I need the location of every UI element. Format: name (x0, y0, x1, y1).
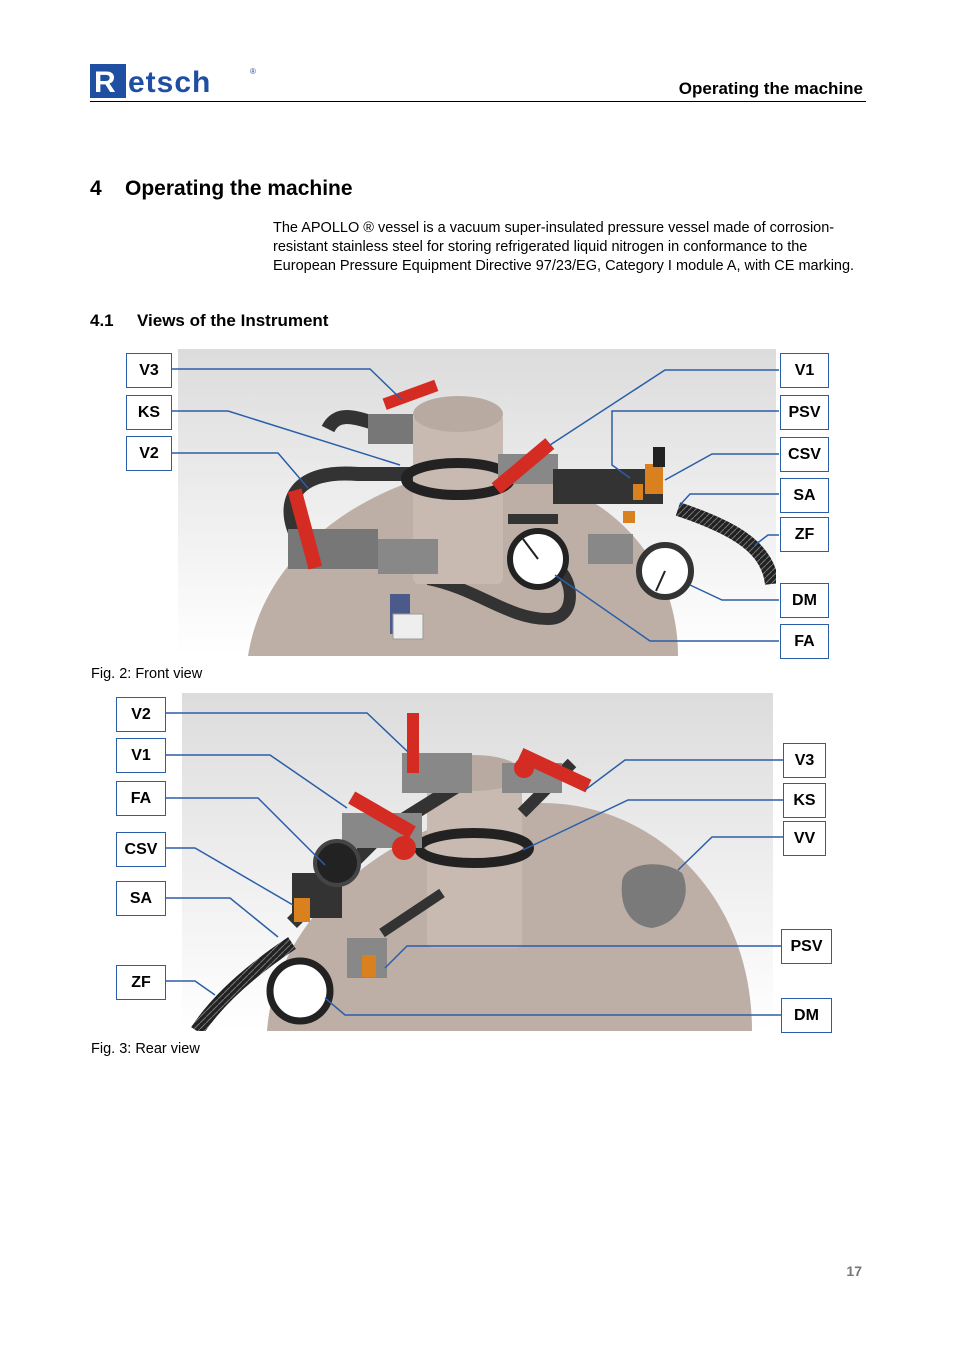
front-label-ks: KS (126, 395, 172, 430)
logo-text: etsch (128, 66, 211, 98)
rear-label-sa: SA (116, 881, 166, 916)
front-view-caption: Fig. 2: Front view (91, 666, 203, 682)
svg-text:®: ® (250, 67, 256, 76)
front-label-v1: V1 (780, 353, 829, 388)
rear-label-v3: V3 (783, 743, 826, 778)
chapter-number: 4 (90, 177, 102, 200)
front-label-v3: V3 (126, 353, 172, 388)
front-label-zf: ZF (780, 517, 829, 552)
rear-label-fa: FA (116, 781, 166, 816)
section-number: 4.1 (90, 311, 114, 330)
rear-label-csv: CSV (116, 832, 166, 867)
rear-view-leader-lines (165, 712, 783, 1016)
retsch-logo: R etsch ® (90, 64, 256, 98)
rear-label-v2: V2 (116, 697, 166, 732)
chapter-heading: 4 Operating the machine (90, 177, 353, 201)
front-view-leader-lines (171, 368, 779, 642)
rear-view-caption: Fig. 3: Rear view (91, 1041, 200, 1057)
page-number: 17 (846, 1263, 862, 1279)
rear-view-illustration (182, 693, 773, 1031)
front-label-csv: CSV (780, 437, 829, 472)
header-divider (90, 101, 866, 102)
chapter-title: Operating the machine (125, 177, 353, 200)
rear-label-zf: ZF (116, 965, 166, 1000)
front-view-figure: V3 KS V2 V1 PSV CSV SA ZF DM FA (126, 349, 829, 659)
svg-text:R: R (94, 66, 116, 98)
rear-view-figure: V2 V1 FA CSV SA ZF V3 KS VV PSV DM (116, 693, 832, 1033)
rear-label-dm: DM (781, 998, 832, 1033)
front-label-sa: SA (780, 478, 829, 513)
section-heading: 4.1 Views of the Instrument (90, 311, 328, 331)
section-title: Views of the Instrument (137, 311, 329, 330)
front-label-psv: PSV (780, 395, 829, 430)
front-label-dm: DM (780, 583, 829, 618)
header-title: Operating the machine (678, 79, 863, 98)
rear-label-v1: V1 (116, 738, 166, 773)
rear-label-ks: KS (783, 783, 826, 818)
front-label-fa: FA (780, 624, 829, 659)
rear-label-psv: PSV (781, 929, 832, 964)
front-view-illustration (178, 349, 776, 656)
intro-paragraph: The APOLLO ® vessel is a vacuum super-in… (273, 220, 855, 274)
rear-label-vv: VV (783, 821, 826, 856)
front-label-v2: V2 (126, 436, 172, 471)
